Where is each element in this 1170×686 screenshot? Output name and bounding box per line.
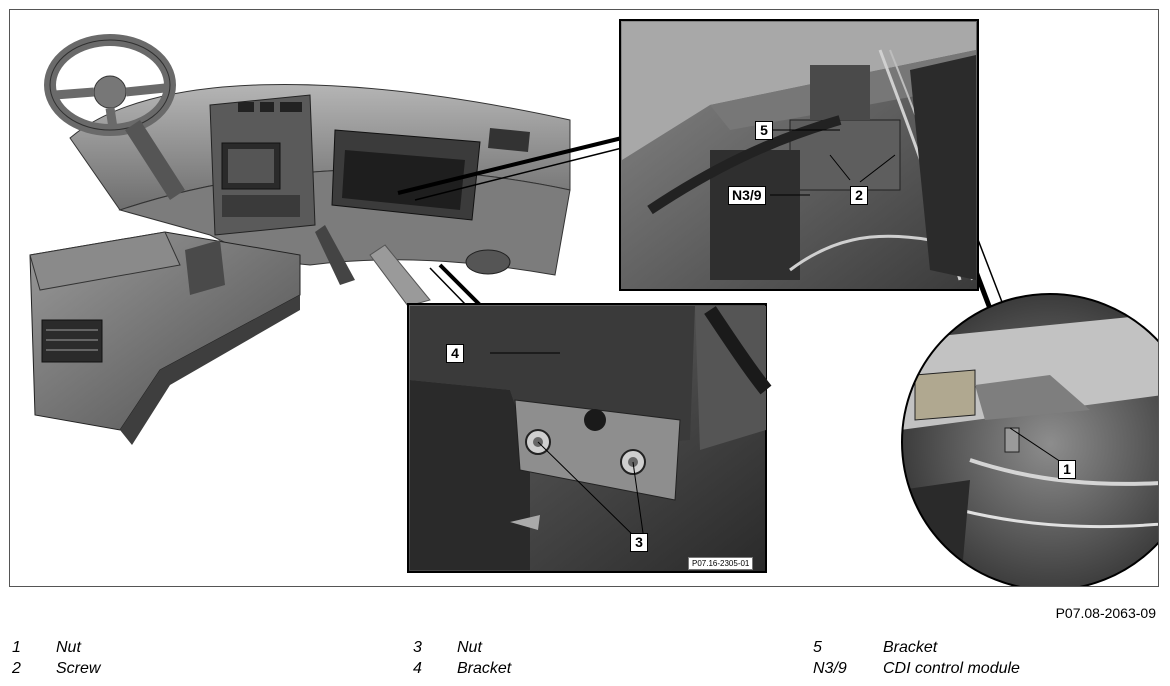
legend-number: N3/9 [813,660,847,677]
callout-4: 4 [446,344,464,363]
legend-number: 3 [413,639,422,656]
legend-label: Screw [56,660,101,677]
legend-item: N3/9 CDI control module [813,660,1020,681]
callout-5: 5 [755,121,773,140]
legend-label: Bracket [883,639,938,656]
photo-top-right [619,19,979,291]
figure-frame: 5 N3/9 2 4 3 1 P07.16-2305-01 [9,9,1159,587]
photo-bottom-center [407,303,772,573]
legend-column-2: 3 Nut 4 Bracket [413,639,511,681]
legend-number: 4 [413,660,422,677]
dashboard-drawing [29,34,571,445]
legend-label: Nut [457,639,482,656]
callout-n3-9: N3/9 [728,186,766,205]
detail-code: P07.16-2305-01 [688,557,754,570]
legend-item: 1 Nut [12,639,100,660]
dashboard-illustration [29,19,1158,586]
legend-item: 3 Nut [413,639,511,660]
figure-code: P07.08-2063-09 [1055,605,1156,621]
legend-label: Bracket [457,660,512,677]
legend-number: 5 [813,639,822,656]
legend-number: 1 [12,639,21,656]
circular-detail [901,293,1158,586]
legend-column-3: 5 Bracket N3/9 CDI control module [813,639,1020,681]
legend-item: 5 Bracket [813,639,1020,660]
legend-item: 4 Bracket [413,660,511,681]
legend-column-1: 1 Nut 2 Screw [12,639,100,681]
callout-1: 1 [1058,460,1076,479]
callout-3: 3 [630,533,648,552]
legend-item: 2 Screw [12,660,100,681]
callout-2: 2 [850,186,868,205]
legend-number: 2 [12,660,21,677]
legend-label: CDI control module [883,660,1020,677]
legend-label: Nut [56,639,81,656]
